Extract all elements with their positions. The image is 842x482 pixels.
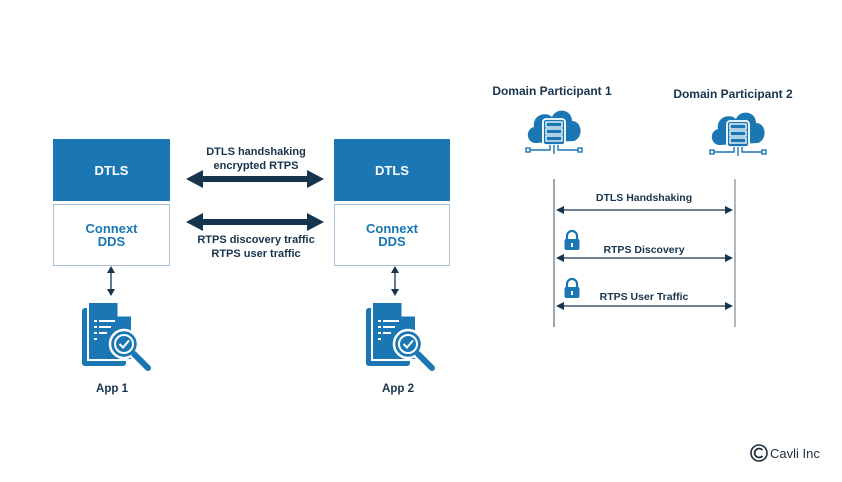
dtls-label: DTLS [375, 162, 409, 178]
lock-icon [564, 229, 580, 250]
brand-name: Cavli Inc [770, 445, 820, 461]
dtls-double-arrow [186, 170, 324, 188]
dds-label: DDS [97, 234, 126, 249]
participant2-title: Domain Participant 2 [673, 87, 793, 101]
app2-connection-arrow [391, 266, 399, 296]
message-label-2: RTPS Discovery [603, 244, 685, 256]
top-arrow-label-line2: encrypted RTPS [213, 160, 299, 172]
bottom-arrow-label-line2: RTPS user traffic [211, 248, 301, 260]
app2-document-search-icon [366, 301, 435, 371]
message-arrow-1 [556, 206, 733, 214]
connext-dds-layer-node2: Connext DDS [334, 204, 450, 266]
bottom-arrow-label: RTPS discovery traffic RTPS user traffic [196, 233, 316, 261]
connext-dds-layer-node1: Connext DDS [53, 204, 170, 266]
dds-label: DDS [378, 234, 406, 249]
message-arrow-3 [556, 302, 733, 310]
message-label-1: DTLS Handshaking [595, 192, 693, 204]
participant2-cloud-server-icon [709, 112, 767, 156]
dtls-label: DTLS [94, 162, 129, 178]
participant1-title: Domain Participant 1 [492, 84, 612, 98]
app1-document-search-icon [82, 301, 151, 371]
rtps-double-arrow [186, 213, 324, 231]
dtls-layer-node1: DTLS [53, 139, 170, 201]
copyright-c-icon [750, 444, 768, 462]
message-arrow-2 [556, 254, 733, 262]
app1-connection-arrow [107, 266, 115, 296]
participant1-cloud-server-icon [525, 110, 583, 154]
connext-label: Connext [366, 221, 418, 236]
app2-label: App 2 [382, 383, 414, 395]
top-arrow-label-line1: DTLS handshaking [206, 146, 306, 158]
top-arrow-label: DTLS handshaking encrypted RTPS [196, 145, 316, 173]
bottom-arrow-label-line1: RTPS discovery traffic [197, 234, 315, 246]
brand-watermark: Cavli Inc [750, 444, 820, 462]
connext-label: Connext [85, 221, 138, 236]
message-label-3: RTPS User Traffic [599, 291, 689, 303]
app1-label: App 1 [96, 383, 128, 395]
dtls-layer-node2: DTLS [334, 139, 450, 201]
lock-icon [564, 277, 580, 298]
